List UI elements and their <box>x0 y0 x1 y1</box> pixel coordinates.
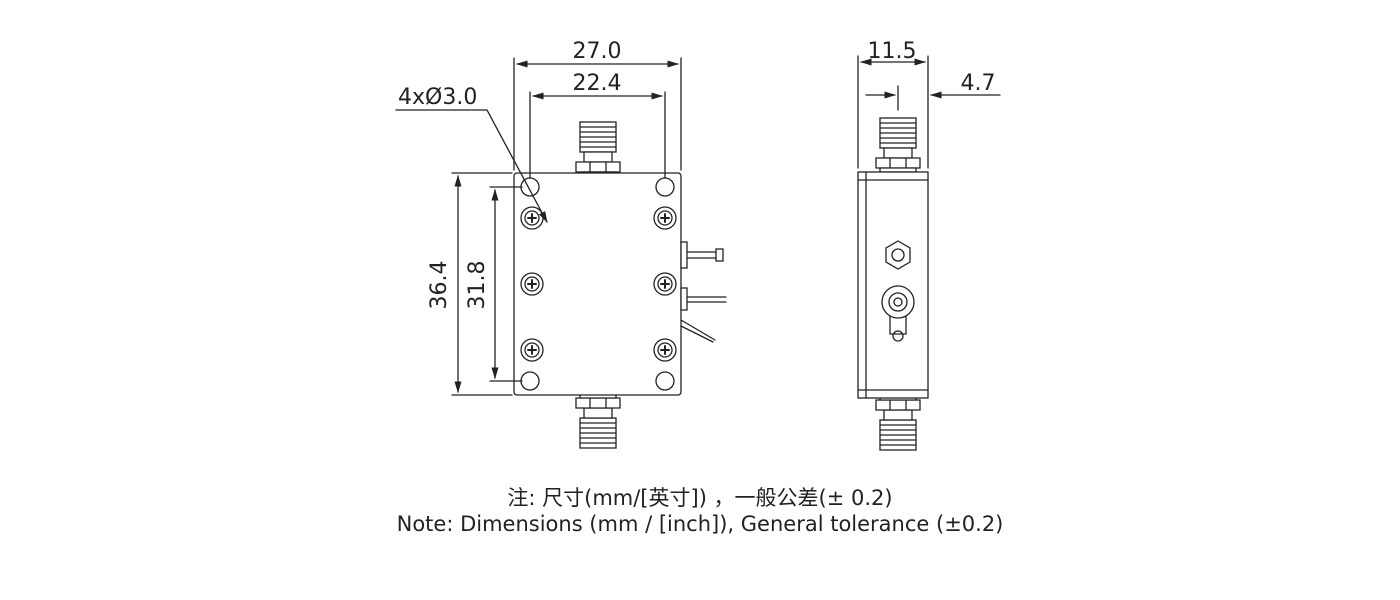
side-hex-nut <box>885 240 911 270</box>
front-top-connector <box>575 121 621 177</box>
dim-label-hole-callout: 4xØ3.0 <box>398 85 477 110</box>
front-view <box>395 57 727 449</box>
technical-drawing: 27.0 22.4 4xØ3.0 36.4 31.8 11.5 4.7 <box>395 39 1001 451</box>
side-pins <box>680 241 727 343</box>
dim-22-4 <box>529 91 666 179</box>
front-bottom-connector <box>575 393 621 449</box>
dim-36-4 <box>451 172 513 396</box>
side-view <box>857 55 1001 451</box>
dim-label-overall-height: 36.4 <box>427 261 452 310</box>
note-chinese: 注: 尺寸(mm/[英寸]) ，一般公差(± 0.2) <box>507 486 893 510</box>
note-english: Note: Dimensions (mm / [inch]), General … <box>396 512 1004 536</box>
dim-11-5 <box>857 55 929 169</box>
dim-label-side-depth: 11.5 <box>868 39 917 64</box>
side-body-outline <box>857 171 929 399</box>
dim-4-7 <box>865 85 1001 111</box>
dim-31-8 <box>489 186 523 382</box>
side-bottom-connector <box>875 395 921 451</box>
side-connector <box>881 285 915 342</box>
dim-label-connector-offset: 4.7 <box>961 71 996 96</box>
side-top-connector <box>875 117 921 173</box>
hole-callout-leader <box>395 109 548 224</box>
dim-label-overall-width: 27.0 <box>573 39 622 64</box>
dim-27-0 <box>513 57 682 171</box>
front-body-outline <box>513 172 682 396</box>
dim-label-hole-spacing-y: 31.8 <box>465 261 490 310</box>
dim-label-hole-spacing-x: 22.4 <box>573 71 622 96</box>
